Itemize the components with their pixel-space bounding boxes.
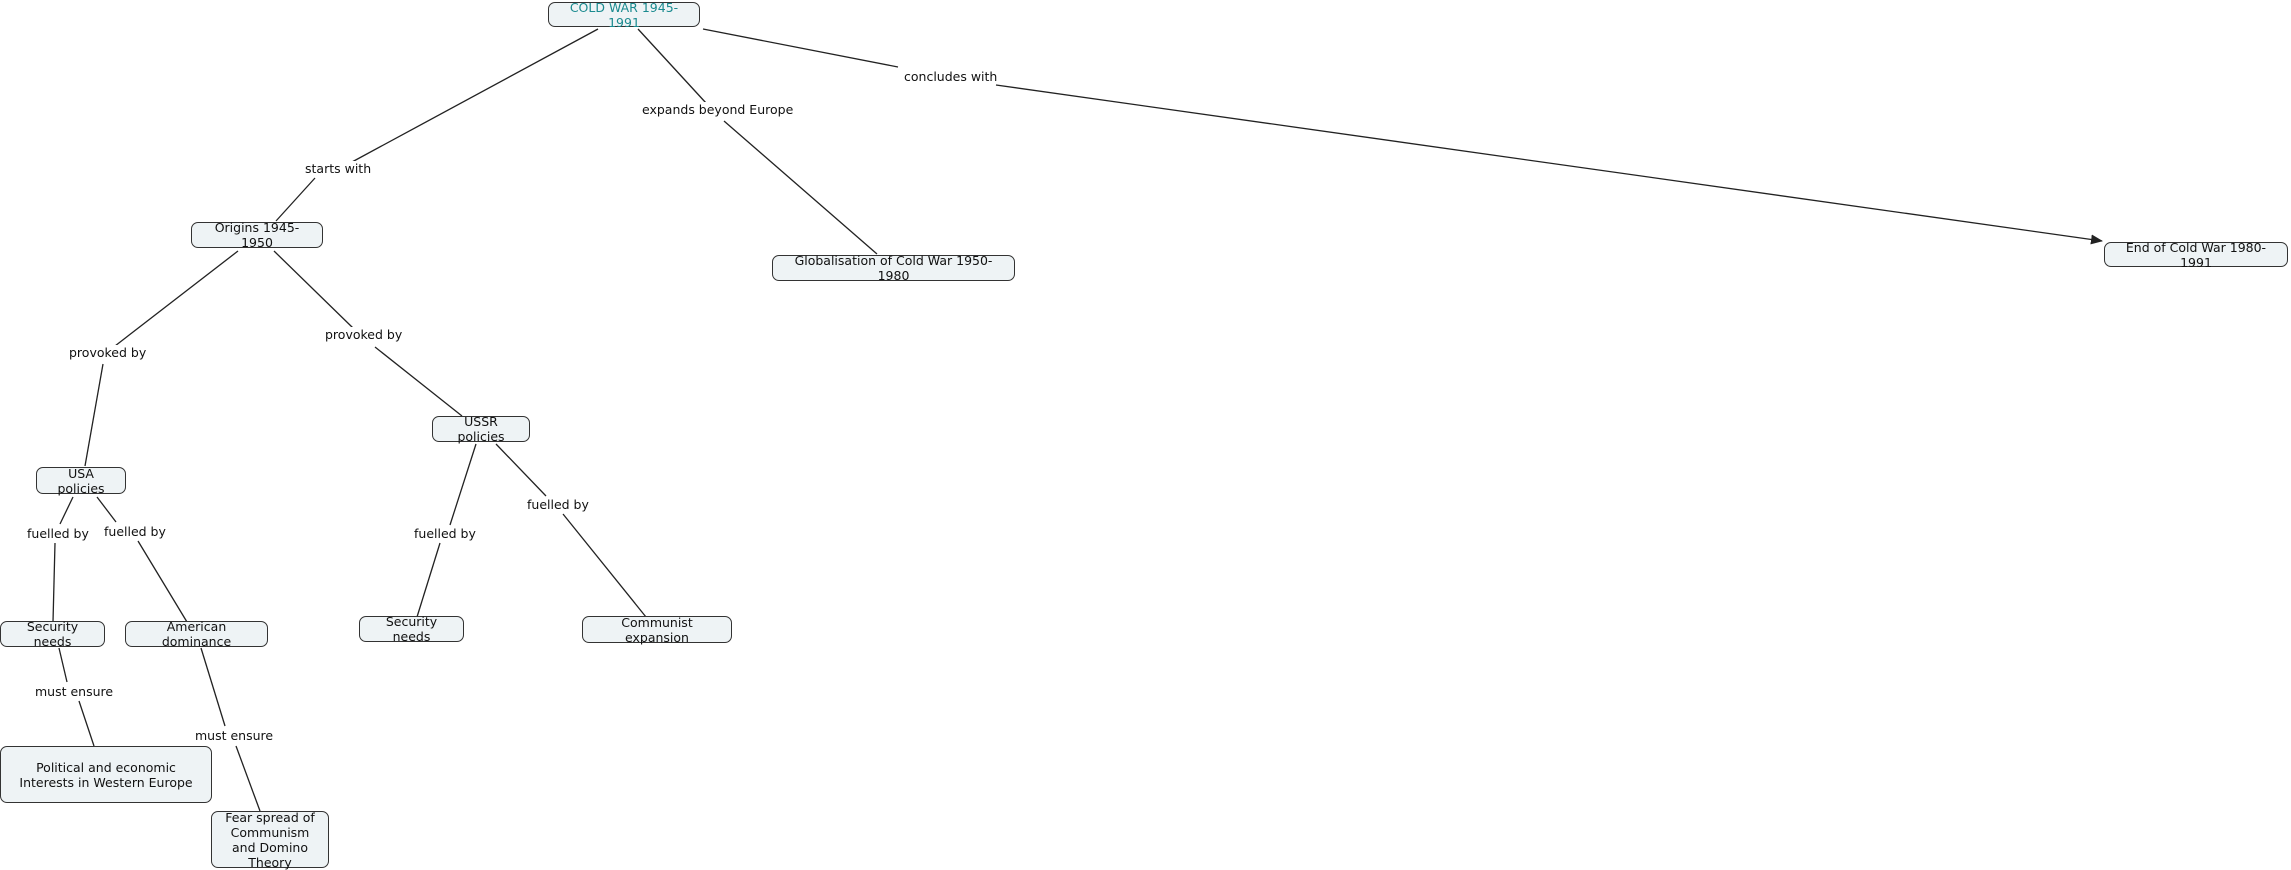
connector-line — [562, 513, 647, 618]
link-label-fuelled-by-ussr-security: fuelled by — [413, 526, 477, 541]
connector-line — [78, 700, 95, 747]
connector-line — [702, 28, 899, 68]
connector-line — [416, 542, 441, 618]
node-ussr-policies[interactable]: USSR policies — [432, 414, 530, 444]
connector-line — [275, 177, 316, 222]
node-communist-expansion[interactable]: Communist expansion — [582, 615, 732, 645]
node-usa-policies[interactable]: USA policies — [36, 466, 126, 496]
link-label-fuelled-by-usa-security: fuelled by — [26, 526, 90, 541]
node-american-dominance[interactable]: American dominance — [125, 619, 268, 649]
node-domino-theory[interactable]: Fear spread of Communism and Domino Theo… — [211, 810, 329, 870]
connector-line — [58, 647, 68, 683]
link-label-must-ensure-dominance: must ensure — [194, 728, 275, 743]
connector-line — [449, 443, 477, 526]
connector-line — [96, 496, 117, 523]
connector-line — [84, 363, 104, 467]
connector-line — [59, 496, 74, 525]
connector-line — [273, 250, 354, 329]
connector-line — [200, 647, 226, 727]
node-end-of-cold-war[interactable]: End of Cold War 1980-1991 — [2104, 240, 2288, 270]
connector-line — [374, 346, 463, 417]
link-label-concludes-with: concludes with — [903, 69, 999, 84]
link-label-provoked-by-ussr: provoked by — [324, 327, 404, 342]
link-label-starts-with: starts with — [304, 161, 373, 176]
link-label-fuelled-by-ussr-expansion: fuelled by — [526, 497, 590, 512]
connector-line — [995, 84, 2103, 245]
connector-line — [637, 28, 707, 104]
node-security-needs-ussr[interactable]: Security needs — [359, 614, 464, 644]
connector-line — [137, 540, 188, 623]
link-label-fuelled-by-usa-dominance: fuelled by — [103, 524, 167, 539]
node-origins[interactable]: Origins 1945- 1950 — [191, 220, 323, 250]
link-label-provoked-by-usa: provoked by — [68, 345, 148, 360]
node-western-europe-interests[interactable]: Political and economic Interests in West… — [0, 746, 212, 803]
connector-line — [723, 120, 878, 255]
connector-line — [52, 542, 56, 623]
link-label-must-ensure-security: must ensure — [34, 684, 115, 699]
node-globalisation[interactable]: Globalisation of Cold War 1950- 1980 — [772, 253, 1015, 283]
connector-line — [351, 28, 599, 163]
link-label-expands-beyond-europe: expands beyond Europe — [641, 102, 795, 117]
connector-line — [114, 250, 239, 347]
node-cold-war[interactable]: COLD WAR 1945-1991 — [548, 0, 700, 30]
connector-line — [235, 745, 261, 812]
connector-line — [495, 443, 547, 497]
node-security-needs-usa[interactable]: Security needs — [0, 619, 105, 649]
